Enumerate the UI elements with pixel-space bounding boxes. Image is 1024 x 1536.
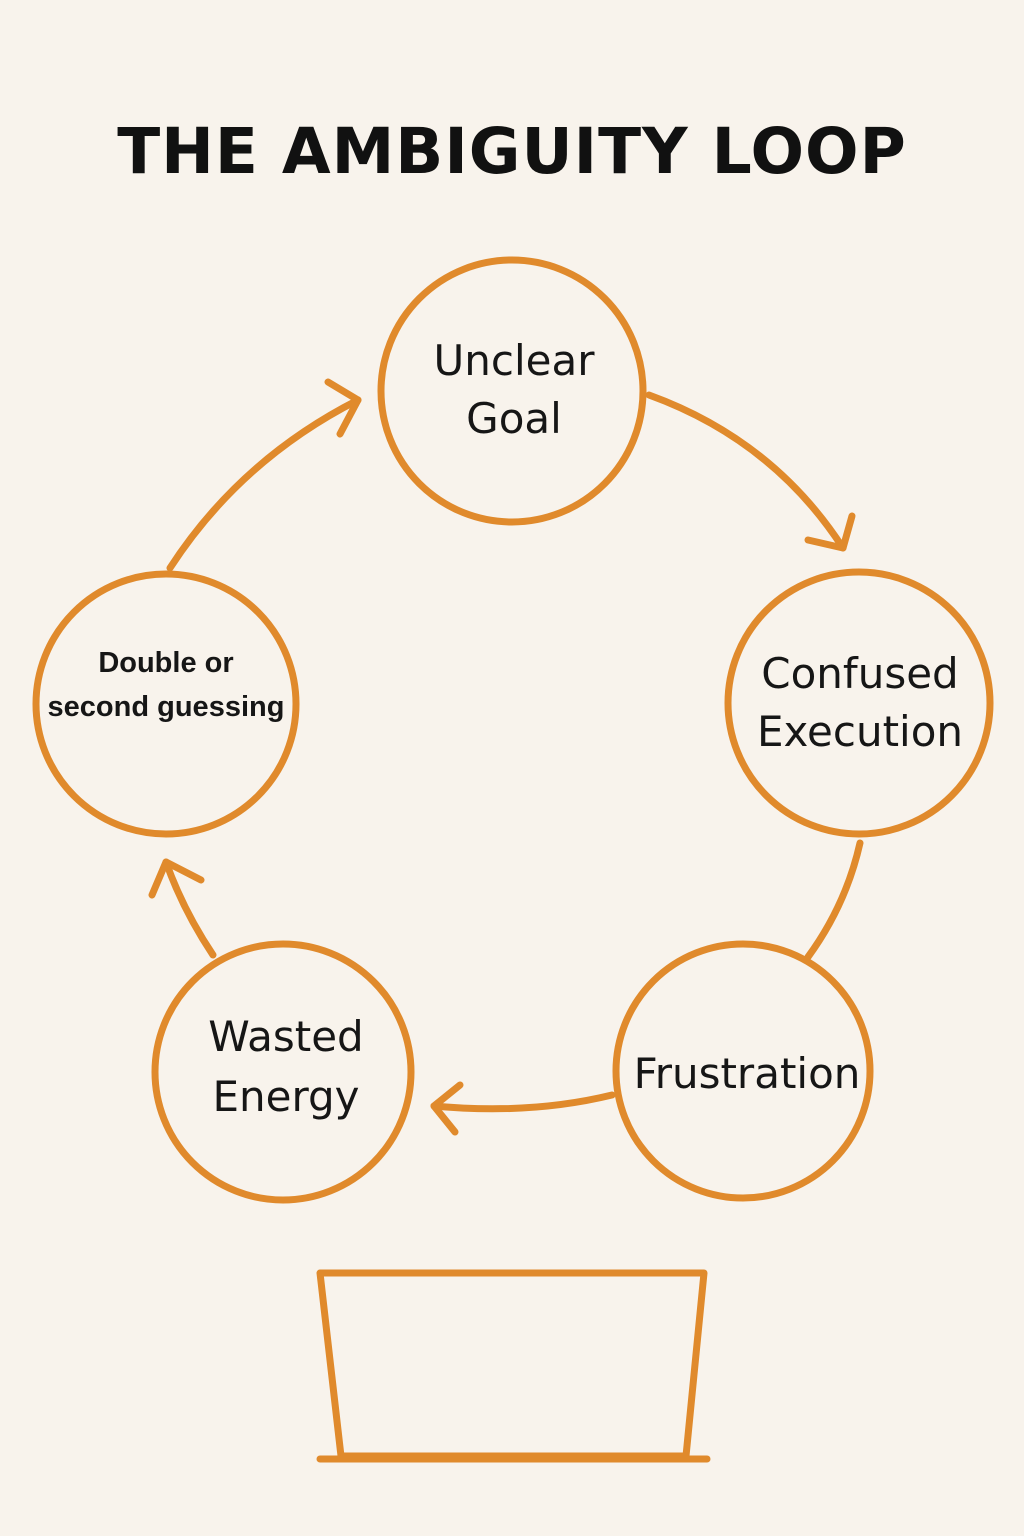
node-circle-frustration (612, 940, 874, 1202)
node-label-confused-execution: Confused Execution (756, 649, 964, 756)
node-circle-confused-execution (724, 568, 994, 838)
laptop-icon (316, 1269, 711, 1463)
arrowhead-unclear-to-confused (804, 512, 856, 552)
node-circle-wasted-energy (151, 940, 415, 1204)
arrow-frustration-to-wasted (430, 1091, 616, 1113)
diagram-title: THE AMBIGUITY LOOP (117, 115, 907, 188)
node-label-unclear-goal: Unclear Goal (433, 336, 595, 443)
node-circle-double-or-second-guessing (32, 570, 300, 838)
node-label-frustration: Frustration (633, 1049, 861, 1098)
arrow-unclear-to-confused (645, 391, 847, 552)
arrow-double-to-unclear (166, 396, 362, 572)
node-label-wasted-energy: Wasted Energy (208, 1012, 364, 1121)
arrow-wasted-to-double (162, 858, 217, 959)
arrowhead-frustration-to-wasted (430, 1081, 464, 1136)
node-label-double-or-second-guessing: Double or second guessing (47, 647, 285, 723)
connector-confused-to-frustration (804, 839, 864, 961)
arrowhead-double-to-unclear (324, 378, 362, 438)
arrowhead-wasted-to-double (148, 858, 205, 899)
node-circle-unclear-goal (377, 256, 647, 526)
